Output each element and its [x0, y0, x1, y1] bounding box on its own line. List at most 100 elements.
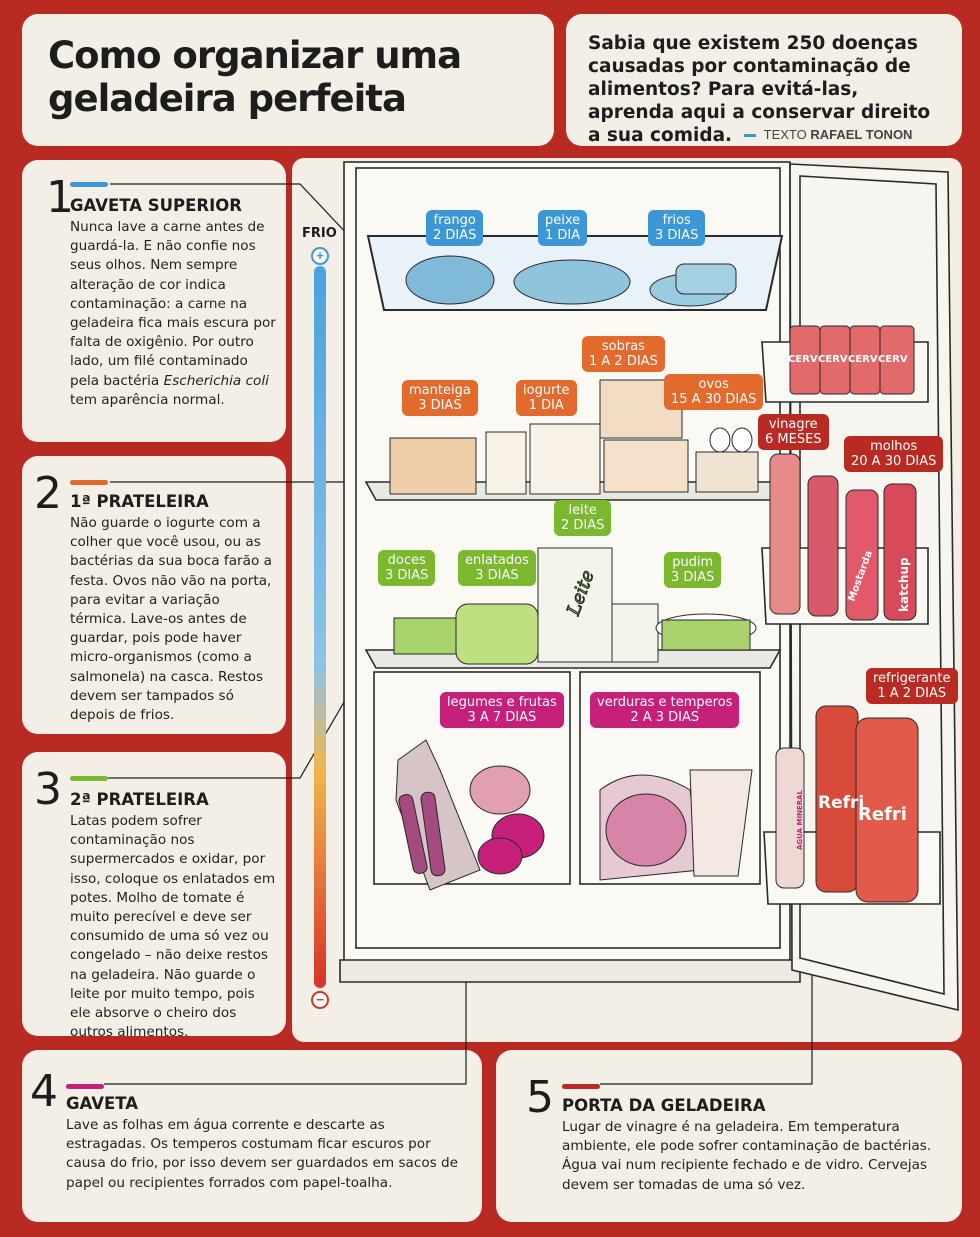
section-2-number: 2 — [34, 468, 62, 519]
credit: TEXTO RAFAEL TONON — [744, 127, 912, 142]
tag-label: frango — [433, 213, 476, 228]
title-panel: Como organizar uma geladeira perfeita — [22, 14, 554, 146]
section-2-body: Não guarde o iogurte com a colher que vo… — [70, 515, 272, 724]
section-2-stripe — [70, 480, 108, 485]
title-line-2: geladeira perfeita — [48, 77, 407, 120]
produce — [395, 739, 753, 891]
credit-label: TEXTO — [763, 127, 807, 142]
tag-label: doces — [387, 553, 426, 568]
beer-label-3: CERV — [848, 354, 878, 365]
tag-label: leite — [568, 503, 597, 518]
tag-label: iogurte — [523, 383, 570, 398]
plus-icon: + — [316, 248, 324, 263]
tag-days: 15 A 30 DIAS — [671, 392, 757, 407]
tag-days: 1 DIA — [528, 398, 564, 413]
section-5-stripe — [562, 1084, 600, 1089]
shelf-2-items: Leite — [393, 547, 757, 665]
beer-label-4: CERV — [878, 354, 908, 365]
section-4-title: GAVETA — [66, 1094, 138, 1113]
minus-icon: − — [316, 992, 324, 1007]
agua-label: ÁGUA MINERAL — [795, 789, 804, 850]
section-4-panel — [22, 1050, 482, 1222]
door-items — [769, 325, 919, 903]
section-5-number: 5 — [526, 1072, 554, 1123]
tag-label: pudim — [672, 555, 714, 570]
tag-label: enlatados — [465, 553, 529, 568]
tag-days: 3 DIAS — [385, 568, 429, 583]
tag-label: legumes e frutas — [447, 695, 557, 710]
section-3-panel — [22, 752, 286, 1036]
section-1-body-italic: Escherichia coli — [163, 372, 269, 389]
beer-label-1: CERV — [788, 354, 818, 365]
tag-days: 3 DIAS — [655, 228, 699, 243]
credit-dash — [744, 134, 756, 138]
tag-days: 3 DIAS — [475, 568, 519, 583]
meat-drawer-contents — [405, 255, 737, 307]
intro-panel: Sabia que existem 250 doenças causadas p… — [566, 14, 962, 146]
intro-text: Sabia que existem 250 doenças causadas p… — [588, 33, 931, 146]
tag-label: verduras e temperos — [597, 695, 733, 710]
tag-days: 20 A 30 DIAS — [851, 454, 937, 469]
section-3-stripe — [70, 776, 108, 781]
tag-days: 2 A 3 DIAS — [630, 710, 700, 725]
section-1-title: GAVETA SUPERIOR — [70, 196, 242, 215]
tag-days: 1 A 2 DIAS — [877, 686, 947, 701]
beer-label-2: CERV — [818, 354, 848, 365]
section-4-number: 4 — [30, 1066, 58, 1117]
temperature-scale — [311, 247, 329, 1009]
tag-label: ovos — [698, 377, 729, 392]
tag-days: 1 A 2 DIAS — [589, 354, 658, 369]
title-line-1: Como organizar uma — [48, 34, 462, 77]
section-3-title: 2ª PRATELEIRA — [70, 790, 209, 809]
section-3-number: 3 — [34, 764, 62, 815]
section-1-stripe — [70, 182, 108, 187]
section-2-title: 1ª PRATELEIRA — [70, 492, 209, 511]
tag-label: vinagre — [768, 417, 818, 432]
section-1-body-a: Nunca lave a carne antes de guardá-la. E… — [70, 219, 276, 389]
frio-label: FRIO — [302, 226, 337, 241]
section-4-stripe — [66, 1084, 104, 1089]
tag-days: 2 DIAS — [561, 518, 605, 533]
refri-label-1: Refri — [818, 793, 864, 813]
tag-label: frios — [662, 213, 691, 228]
section-5-panel — [496, 1050, 962, 1222]
tag-days: 3 A 7 DIAS — [467, 710, 537, 725]
tag-label: refrigerante — [873, 671, 951, 686]
section-1-body-b: tem aparência normal. — [70, 391, 225, 408]
section-2-panel — [22, 456, 286, 734]
section-5-title: PORTA DA GELADEIRA — [562, 1096, 766, 1115]
tag-days: 3 DIAS — [418, 398, 462, 413]
tag-label: sobras — [601, 339, 645, 354]
shelf-1-items — [389, 379, 759, 495]
section-1-number: 1 — [46, 172, 74, 223]
ketchup-label: katchup — [897, 557, 911, 612]
credit-name: RAFAEL TONON — [810, 127, 913, 142]
tag-days: 1 DIA — [545, 228, 581, 243]
section-5-body: Lugar de vinagre é na geladeira. Em temp… — [562, 1119, 932, 1193]
section-1-panel — [22, 160, 286, 442]
tag-label: manteiga — [409, 383, 471, 398]
tag-days: 6 MESES — [765, 432, 822, 447]
section-3-body: Latas podem sofrer contaminação nos supe… — [70, 813, 276, 1041]
tag-days: 3 DIAS — [671, 570, 715, 585]
page-title: Como organizar uma geladeira perfeita — [48, 34, 462, 120]
tag-days: 2 DIAS — [433, 228, 477, 243]
section-1-body: Nunca lave a carne antes de guardá-la. E… — [70, 218, 278, 410]
refri-label-2: Refri — [858, 804, 907, 825]
